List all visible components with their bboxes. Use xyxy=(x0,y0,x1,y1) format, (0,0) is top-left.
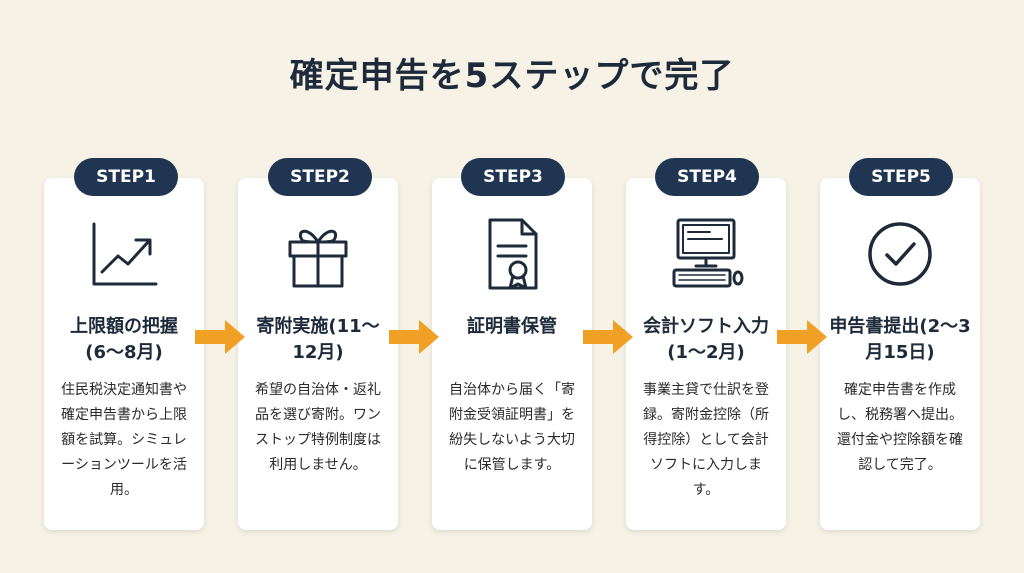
step5-card: 申告書提出(2〜3月15日) 確定申告書を作成し、税務署へ提出。還付金や控除額を… xyxy=(820,178,980,530)
step2-card: 寄附実施(11〜12月) 希望の自治体・返礼品を選び寄附。ワンストップ特例制度は… xyxy=(238,178,398,530)
checkmark-circle-icon xyxy=(860,214,940,294)
step4-card: 会計ソフト入力(1〜2月) 事業主貸で仕訳を登録。寄附金控除（所得控除）として会… xyxy=(626,178,786,530)
arrow-right-icon xyxy=(193,318,247,356)
step4-badge: STEP4 xyxy=(655,158,759,196)
step5-description: 確定申告書を作成し、税務署へ提出。還付金や控除額を確認して完了。 xyxy=(837,382,963,473)
step4-description: 事業主貸で仕訳を登録。寄附金控除（所得控除）として会計ソフトに入力します。 xyxy=(643,382,769,498)
arrow-right-icon xyxy=(387,318,441,356)
step4-heading: 会計ソフト入力(1〜2月) xyxy=(643,316,769,363)
arrow-right-icon xyxy=(581,318,635,356)
step2-description: 希望の自治体・返礼品を選び寄附。ワンストップ特例制度は利用しません。 xyxy=(255,382,381,473)
gift-icon xyxy=(278,214,358,294)
step1-description: 住民税決定通知書や確定申告書から上限額を試算。シミュレーションツールを活用。 xyxy=(61,382,187,498)
step3-description: 自治体から届く「寄附金受領証明書」を紛失しないよう大切に保管します。 xyxy=(449,382,575,473)
step1-heading: 上限額の把握(6〜8月) xyxy=(70,316,178,363)
step1-card: 上限額の把握(6〜8月) 住民税決定通知書や確定申告書から上限額を試算。シミュレ… xyxy=(44,178,204,530)
arrow-right-icon xyxy=(775,318,829,356)
step3-badge: STEP3 xyxy=(461,158,565,196)
step2-badge: STEP2 xyxy=(268,158,372,196)
step5-heading: 申告書提出(2〜3月15日) xyxy=(829,316,971,363)
step3-card: 証明書保管 自治体から届く「寄附金受領証明書」を紛失しないよう大切に保管します。 xyxy=(432,178,592,530)
step1-badge: STEP1 xyxy=(74,158,178,196)
step5-badge: STEP5 xyxy=(849,158,953,196)
computer-icon xyxy=(666,214,746,294)
step2-heading: 寄附実施(11〜12月) xyxy=(256,316,380,363)
step3-heading: 証明書保管 xyxy=(467,316,557,337)
page-title: 確定申告を5ステップで完了 xyxy=(289,56,735,96)
certificate-document-icon xyxy=(472,214,552,294)
line-chart-icon xyxy=(84,214,164,294)
